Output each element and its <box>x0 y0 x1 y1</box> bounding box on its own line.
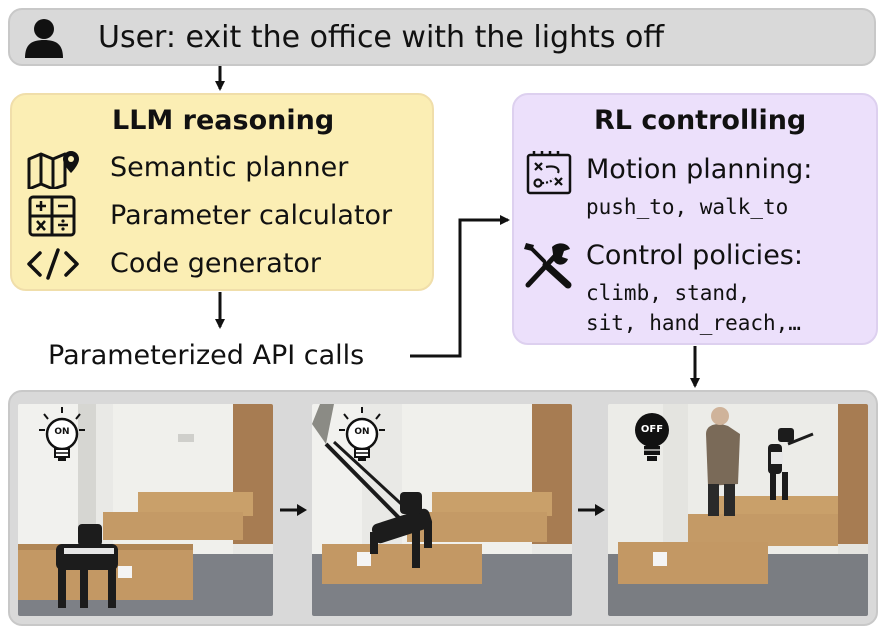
light-state-label-1: ON <box>54 427 70 437</box>
light-on-icon-1 <box>39 407 85 461</box>
arrow-api-to-rl <box>410 215 510 358</box>
motion-planning-apis: push_to, walk_to <box>586 195 789 219</box>
llm-item-parameter-calculator: Parameter calculator <box>110 200 393 231</box>
control-policies-apis-line1: climb, stand, <box>586 281 751 305</box>
llm-reasoning-box: LLM reasoning Semantic planner Parameter… <box>10 93 434 291</box>
light-on-icon-2 <box>339 407 385 461</box>
user-instruction-text: User: exit the office with the lights of… <box>98 20 665 55</box>
rl-box-title: RL controlling <box>594 105 807 136</box>
motion-planning-label: Motion planning: <box>586 154 813 185</box>
control-policies-apis-line2: sit, hand_reach,… <box>586 311 801 335</box>
tools-icon <box>524 243 572 289</box>
llm-item-semantic-planner: Semantic planner <box>110 152 349 183</box>
robot-photo-2: ON <box>312 404 572 616</box>
sequence-arrow-1 <box>280 504 307 516</box>
robot-photo-1: ON <box>18 404 273 616</box>
llm-box-title: LLM reasoning <box>112 105 335 136</box>
api-calls-label: Parameterized API calls <box>48 340 365 371</box>
robot-photo-panel: ON <box>8 390 878 626</box>
light-state-label-3: OFF <box>640 424 664 435</box>
sequence-arrow-2 <box>578 504 605 516</box>
user-instruction-bar: User: exit the office with the lights of… <box>8 8 876 66</box>
light-off-icon <box>635 413 669 461</box>
map-icon <box>27 151 79 189</box>
code-icon <box>27 248 79 280</box>
robot-photo-3: OFF <box>608 404 868 616</box>
calculator-icon <box>28 195 76 237</box>
user-icon <box>25 19 63 58</box>
light-state-label-2: ON <box>354 427 370 437</box>
rl-controlling-box: RL controlling Motion planning: push_to,… <box>512 93 878 345</box>
llm-item-code-generator: Code generator <box>110 248 322 279</box>
control-policies-label: Control policies: <box>586 240 803 271</box>
motion-plan-icon <box>526 151 572 195</box>
